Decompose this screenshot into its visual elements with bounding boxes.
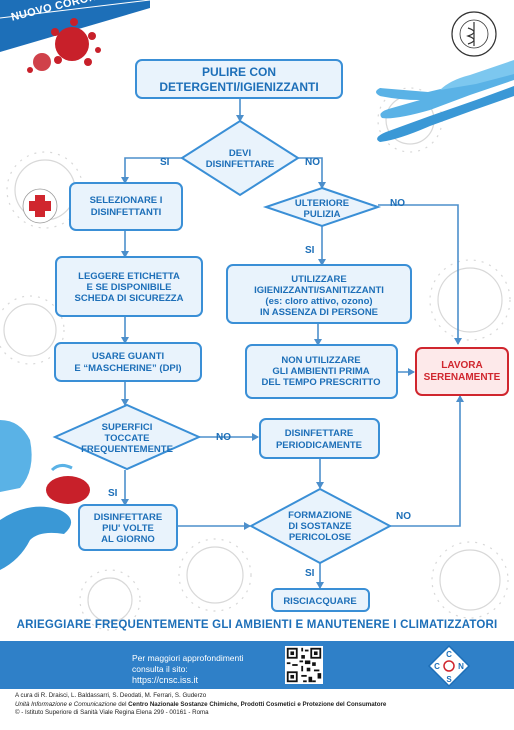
node-work-line: SERENAMENTE bbox=[424, 372, 501, 383]
node-hazard-question: FORMAZIONE DI SOSTANZE PERICOLOSE bbox=[248, 487, 393, 565]
edge-label-no: NO bbox=[216, 432, 231, 443]
red-cross-logo bbox=[22, 188, 58, 224]
edge-label-no: NO bbox=[305, 157, 320, 168]
info-line: Per maggiori approfondimenti bbox=[132, 653, 244, 663]
node-gloves-line: USARE GUANTI bbox=[92, 351, 164, 362]
edge-label-si: SI bbox=[108, 488, 118, 499]
cnsc-letter: S bbox=[446, 675, 452, 684]
edge-labels: SI NO NO SI NO SI NO SI bbox=[108, 157, 411, 579]
node-read-label-line: E SE DISPONIBILE bbox=[87, 282, 172, 293]
footer-unit: Unità Informazione e Comunicazione del C… bbox=[15, 701, 386, 710]
node-disinfect-question-line: DEVI bbox=[229, 148, 251, 159]
footer-credits: A cura di R. Draisci, L. Baldassarri, S.… bbox=[15, 692, 386, 718]
node-periodic-line: PERIODICAMENTE bbox=[276, 440, 362, 451]
node-periodic-line: DISINFETTARE bbox=[285, 428, 353, 439]
node-sanitize-line: (es: cloro attivo, ozono) bbox=[265, 296, 372, 307]
ventilation-advice: ARIEGGIARE FREQUENTEMENTE GLI AMBIENTI E… bbox=[16, 619, 498, 631]
cnsc-logo: C N S C bbox=[427, 644, 471, 688]
node-hazard-question-line: DI SOSTANZE bbox=[288, 521, 351, 532]
iss-logo bbox=[451, 11, 497, 57]
node-many-times-line: DISINFETTARE bbox=[94, 512, 162, 523]
node-select-line: SELEZIONARE I bbox=[90, 195, 163, 206]
node-touched-question-line: SUPERFICI bbox=[102, 422, 153, 433]
node-touched-question-line: FREQUENTEMENTE bbox=[81, 444, 173, 455]
qr-code-icon[interactable] bbox=[285, 646, 323, 684]
node-rinse: RISCIACQUARE bbox=[271, 588, 370, 612]
node-rinse-line: RISCIACQUARE bbox=[283, 596, 356, 607]
node-further-clean-line: PULIZIA bbox=[304, 209, 341, 220]
edge-label-si: SI bbox=[305, 245, 315, 256]
info-text: Per maggiori approfondimenti consulta il… bbox=[132, 653, 244, 675]
node-sanitize-line: IGIENIZZANTI/SANITIZZANTI bbox=[254, 285, 384, 296]
node-read-label: LEGGERE ETICHETTA E SE DISPONIBILE SCHED… bbox=[55, 256, 203, 317]
node-many-times: DISINFETTARE PIU' VOLTE AL GIORNO bbox=[78, 504, 178, 551]
footer-centre-name: Centro Nazionale Sostanze Chimiche, Prod… bbox=[128, 700, 387, 708]
node-gloves: USARE GUANTI E “MASCHERINE” (DPI) bbox=[54, 342, 202, 382]
info-line: consulta il sito: bbox=[132, 664, 188, 674]
info-url-link[interactable]: https://cnsc.iss.it bbox=[132, 675, 199, 685]
glove-illustration bbox=[376, 60, 514, 142]
node-select: SELEZIONARE I DISINFETTANTI bbox=[69, 182, 183, 231]
cnsc-letter: C bbox=[446, 650, 452, 659]
footer-address: © - Istituto Superiore di Sanità Viale R… bbox=[15, 709, 209, 717]
node-gloves-line: E “MASCHERINE” (DPI) bbox=[74, 363, 181, 374]
node-many-times-line: AL GIORNO bbox=[101, 534, 155, 545]
node-sanitize-line: IN ASSENZA DI PERSONE bbox=[260, 307, 378, 318]
footer-connector: del bbox=[116, 700, 129, 708]
node-no-use-line: NON UTILIZZARE bbox=[281, 355, 360, 366]
footer-unit-name: Unità Informazione e Comunicazione bbox=[15, 700, 117, 708]
flow-nodes: PULIRE CON DETERGENTI/IGIENIZZANTI DEVI … bbox=[52, 59, 509, 612]
node-hazard-question-line: FORMAZIONE bbox=[288, 510, 352, 521]
node-clean-line: PULIRE CON bbox=[202, 65, 276, 79]
corner-banner bbox=[0, 0, 151, 73]
node-many-times-line: PIU' VOLTE bbox=[102, 523, 154, 534]
node-no-use-line: GLI AMBIENTI PRIMA bbox=[272, 366, 369, 377]
node-touched-question-line: TOCCATE bbox=[104, 433, 149, 444]
node-clean-line: DETERGENTI/IGIENIZZANTI bbox=[159, 80, 318, 94]
node-select-line: DISINFETTANTI bbox=[91, 207, 162, 218]
cnsc-letter: N bbox=[458, 662, 464, 671]
node-periodic: DISINFETTARE PERIODICAMENTE bbox=[259, 418, 380, 459]
glove-spray-illustration bbox=[0, 420, 90, 570]
node-further-clean: ULTERIORE PULIZIA bbox=[262, 186, 382, 228]
node-read-label-line: LEGGERE ETICHETTA bbox=[78, 271, 180, 282]
node-hazard-question-line: PERICOLOSE bbox=[289, 532, 351, 543]
node-work: LAVORA SERENAMENTE bbox=[415, 347, 509, 396]
node-read-label-line: SCHEDA DI SICUREZZA bbox=[75, 293, 184, 304]
node-touched-question: SUPERFICI TOCCATE FREQUENTEMENTE bbox=[52, 403, 202, 471]
edge-label-no: NO bbox=[390, 198, 405, 209]
flow-edges bbox=[121, 98, 464, 589]
virus-icon bbox=[27, 18, 101, 73]
node-sanitize: UTILIZZARE IGIENIZZANTI/SANITIZZANTI (es… bbox=[226, 264, 412, 324]
node-no-use: NON UTILIZZARE GLI AMBIENTI PRIMA DEL TE… bbox=[245, 344, 398, 399]
footer-authors: A cura di R. Draisci, L. Baldassarri, S.… bbox=[15, 692, 207, 699]
node-work-line: LAVORA bbox=[441, 360, 482, 371]
info-bar bbox=[0, 641, 514, 689]
node-disinfect-question-line: DISINFETTARE bbox=[206, 159, 274, 170]
edge-label-si: SI bbox=[160, 157, 170, 168]
node-clean: PULIRE CON DETERGENTI/IGIENIZZANTI bbox=[135, 59, 343, 99]
edge-label-si: SI bbox=[305, 568, 315, 579]
cnsc-letter: C bbox=[434, 662, 440, 671]
node-no-use-line: DEL TEMPO PRESCRITTO bbox=[262, 377, 381, 388]
node-sanitize-line: UTILIZZARE bbox=[291, 274, 346, 285]
node-disinfect-question: DEVI DISINFETTARE bbox=[180, 119, 300, 197]
edge-label-no: NO bbox=[396, 511, 411, 522]
node-further-clean-line: ULTERIORE bbox=[295, 198, 349, 209]
